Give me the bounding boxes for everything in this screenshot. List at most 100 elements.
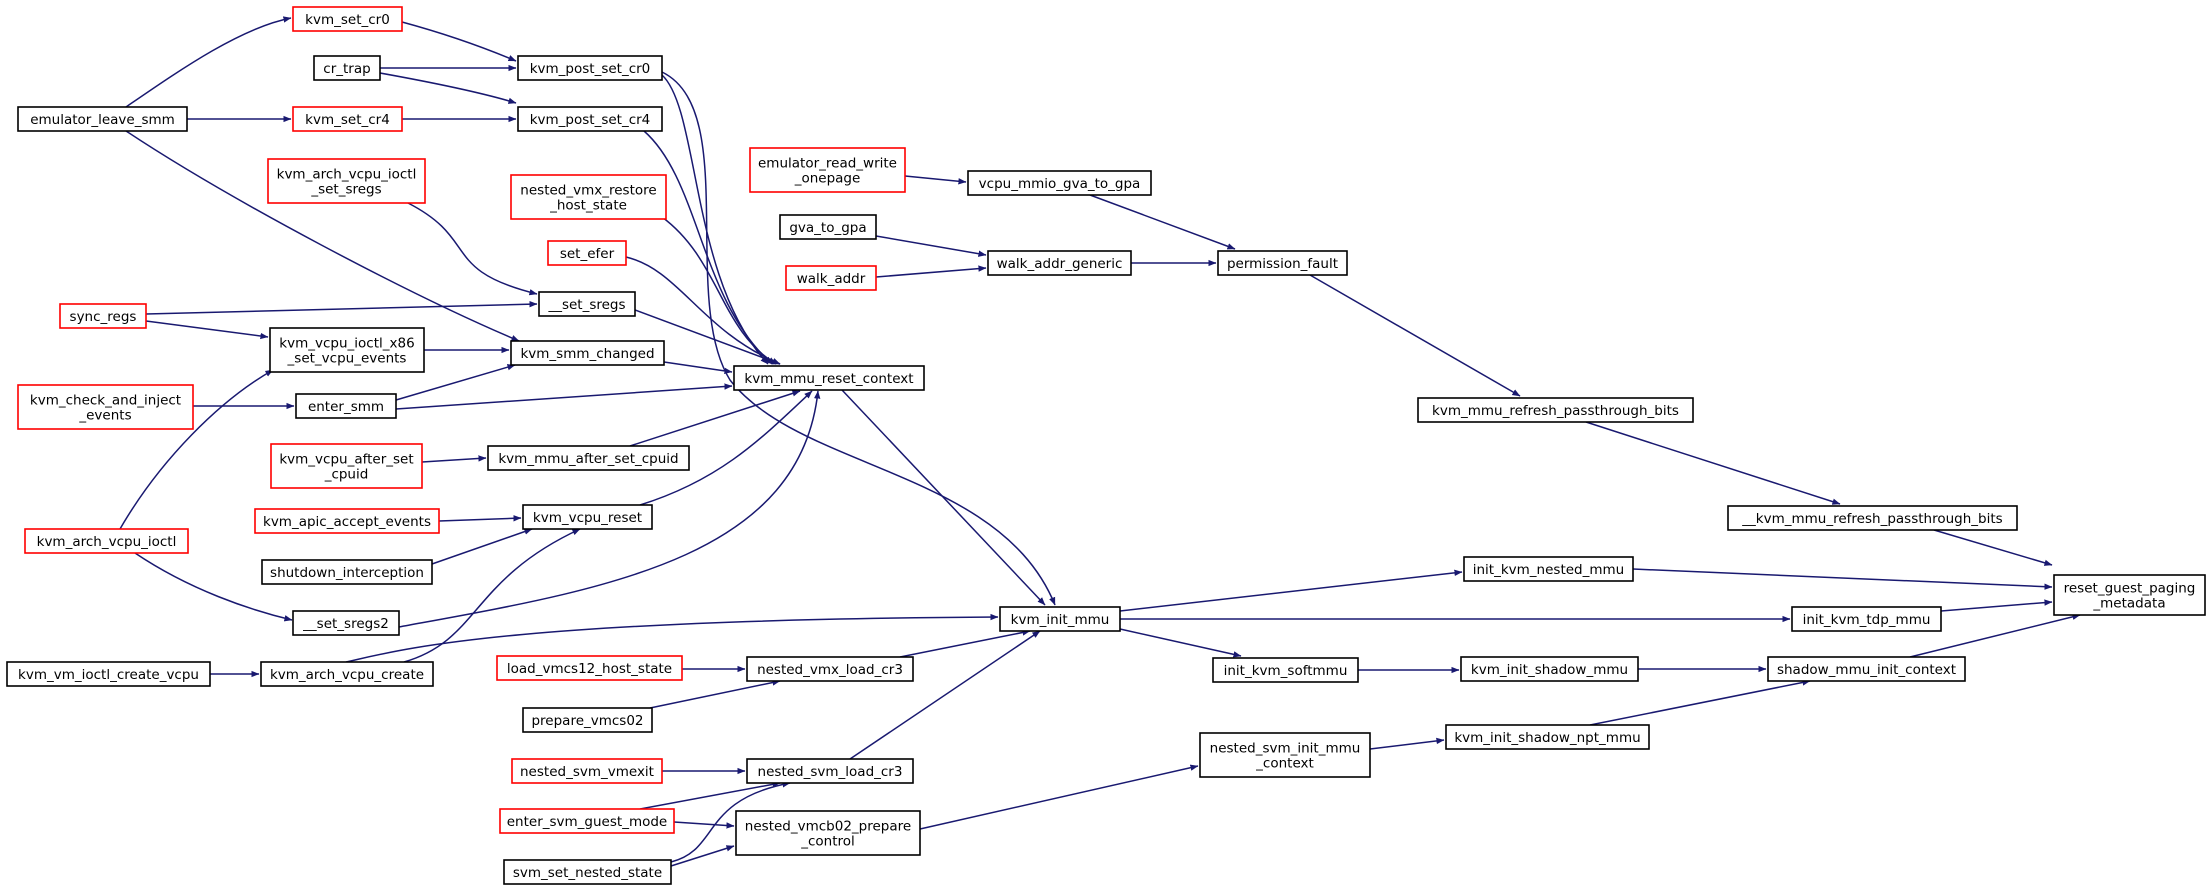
node-label: kvm_mmu_refresh_passthrough_bits xyxy=(1432,403,1679,419)
node-walk_addr_generic[interactable]: walk_addr_generic xyxy=(987,250,1132,276)
node-label: _onepage xyxy=(794,171,861,187)
node-vcpu_mmio_gva_to_gpa[interactable]: vcpu_mmio_gva_to_gpa xyxy=(967,170,1152,196)
node-kvm_post_set_cr0[interactable]: kvm_post_set_cr0 xyxy=(517,55,663,81)
node-kvm_check_and_inject_events[interactable]: kvm_check_and_inject_events xyxy=(17,384,194,430)
node-box xyxy=(269,327,425,373)
node-svm_set_nested_state[interactable]: svm_set_nested_state xyxy=(503,859,672,885)
edge-kvm_init_shadow_npt_mmu-to-shadow_mmu_init_context xyxy=(1589,679,1811,726)
node-load_vmcs12_host_state[interactable]: load_vmcs12_host_state xyxy=(496,655,683,681)
node-prepare_vmcs02[interactable]: prepare_vmcs02 xyxy=(522,707,653,733)
node-kvm_arch_vcpu_ioctl[interactable]: kvm_arch_vcpu_ioctl xyxy=(24,528,189,554)
node-kvm_apic_accept_events[interactable]: kvm_apic_accept_events xyxy=(254,508,440,534)
node-kvm_post_set_cr4[interactable]: kvm_post_set_cr4 xyxy=(517,106,663,132)
edge-vcpu_mmio_gva_to_gpa-to-permission_fault xyxy=(1089,194,1236,250)
node-nested_vmx_restore_host_state[interactable]: nested_vmx_restore_host_state xyxy=(510,174,667,220)
node-box xyxy=(59,303,147,329)
node-label: kvm_mmu_after_set_cpuid xyxy=(498,451,678,467)
node-walk_addr[interactable]: walk_addr xyxy=(785,265,877,291)
node-kvm_vcpu_ioctl_x86_set_vcpu_events[interactable]: kvm_vcpu_ioctl_x86_set_vcpu_events xyxy=(269,327,425,373)
node-reset_guest_paging_metadata[interactable]: reset_guest_paging_metadata xyxy=(2053,574,2206,616)
node-label: walk_addr xyxy=(797,271,866,287)
edge-cr_trap-to-kvm_post_set_cr4 xyxy=(379,72,517,104)
edge-enter_svm_guest_mode-to-nested_svm_load_cr3 xyxy=(639,781,781,810)
node-box xyxy=(522,707,653,733)
node-box xyxy=(517,55,663,81)
edge-init_kvm_nested_mmu-to-reset_guest_paging_metadata xyxy=(1632,568,2053,590)
node-label: nested_vmcb02_prepare xyxy=(745,819,911,835)
node-label: init_kvm_tdp_mmu xyxy=(1803,612,1931,628)
node-label: kvm_apic_accept_events xyxy=(263,514,431,530)
node-nested_svm_load_cr3[interactable]: nested_svm_load_cr3 xyxy=(746,758,914,784)
node-kvm_arch_vcpu_create[interactable]: kvm_arch_vcpu_create xyxy=(260,661,434,687)
node-nested_vmcb02_prepare_control[interactable]: nested_vmcb02_prepare_control xyxy=(735,810,921,856)
node-kvm_init_shadow_npt_mmu[interactable]: kvm_init_shadow_npt_mmu xyxy=(1445,724,1650,750)
node-box xyxy=(746,758,914,784)
node-kvm_mmu_refresh_passthrough_bits[interactable]: kvm_mmu_refresh_passthrough_bits xyxy=(1417,397,1694,423)
edge-prepare_vmcs02-to-nested_vmx_load_cr3 xyxy=(649,679,781,709)
edge-__set_sregs2-to-kvm_mmu_reset_context xyxy=(398,390,821,628)
edge-enter_smm-to-kvm_mmu_reset_context xyxy=(395,383,733,410)
node-init_kvm_tdp_mmu[interactable]: init_kvm_tdp_mmu xyxy=(1791,606,1942,632)
node-nested_svm_init_mmu_context[interactable]: nested_svm_init_mmu_context xyxy=(1199,732,1371,778)
node-kvm_init_shadow_mmu[interactable]: kvm_init_shadow_mmu xyxy=(1460,656,1639,682)
edge-enter_smm-to-kvm_smm_changed xyxy=(395,364,516,401)
edge-walk_addr-to-walk_addr_generic xyxy=(875,265,987,278)
node-label: gva_to_gpa xyxy=(789,220,866,236)
edge-kvm_post_set_cr0-to-kvm_init_mmu xyxy=(661,71,1056,606)
node-kvm_vm_ioctl_create_vcpu[interactable]: kvm_vm_ioctl_create_vcpu xyxy=(6,661,211,687)
node-permission_fault[interactable]: permission_fault xyxy=(1217,250,1348,276)
node-kvm_vcpu_reset[interactable]: kvm_vcpu_reset xyxy=(522,504,653,530)
node-emulator_leave_smm[interactable]: emulator_leave_smm xyxy=(17,106,188,132)
node-emulator_read_write_onepage[interactable]: emulator_read_write_onepage xyxy=(749,147,906,193)
node-kvm_mmu_reset_context[interactable]: kvm_mmu_reset_context xyxy=(733,365,925,391)
node-__set_sregs[interactable]: __set_sregs xyxy=(538,291,636,317)
node-label: kvm_vcpu_ioctl_x86 xyxy=(279,336,414,352)
node-kvm_smm_changed[interactable]: kvm_smm_changed xyxy=(510,340,665,366)
node-box xyxy=(24,528,189,554)
node-kvm_arch_vcpu_ioctl_set_sregs[interactable]: kvm_arch_vcpu_ioctl_set_sregs xyxy=(267,158,426,204)
node-kvm_set_cr4[interactable]: kvm_set_cr4 xyxy=(292,106,403,132)
node-kvm_vcpu_after_set_cpuid[interactable]: kvm_vcpu_after_set_cpuid xyxy=(270,443,423,489)
node-label: reset_guest_paging xyxy=(2064,581,2196,597)
node-label: kvm_vm_ioctl_create_vcpu xyxy=(18,667,199,683)
node-enter_svm_guest_mode[interactable]: enter_svm_guest_mode xyxy=(499,808,675,834)
node-label: kvm_post_set_cr4 xyxy=(530,112,651,128)
node-label: enter_svm_guest_mode xyxy=(507,814,667,830)
node-init_kvm_softmmu[interactable]: init_kvm_softmmu xyxy=(1212,657,1359,683)
node-label: init_kvm_nested_mmu xyxy=(1473,562,1624,578)
edge-kvm_vcpu_after_set_cpuid-to-kvm_mmu_after_set_cpuid xyxy=(421,455,487,463)
edge-emulator_leave_smm-to-kvm_smm_changed xyxy=(125,130,520,342)
node-set_efer[interactable]: set_efer xyxy=(547,240,627,266)
node-__set_sregs2[interactable]: __set_sregs2 xyxy=(292,610,400,636)
node-box xyxy=(17,106,188,132)
node-nested_svm_vmexit[interactable]: nested_svm_vmexit xyxy=(511,758,663,784)
node-kvm_set_cr0[interactable]: kvm_set_cr0 xyxy=(292,6,403,32)
node-enter_smm[interactable]: enter_smm xyxy=(295,393,397,419)
node-box xyxy=(295,393,397,419)
node-kvm_mmu_after_set_cpuid[interactable]: kvm_mmu_after_set_cpuid xyxy=(487,445,690,471)
node-label: kvm_vcpu_after_set xyxy=(279,452,413,468)
node-init_kvm_nested_mmu[interactable]: init_kvm_nested_mmu xyxy=(1463,556,1634,582)
node-nested_vmx_load_cr3[interactable]: nested_vmx_load_cr3 xyxy=(746,656,914,682)
edge-nested_vmx_restore_host_state-to-kvm_mmu_reset_context xyxy=(661,216,777,365)
node-shutdown_interception[interactable]: shutdown_interception xyxy=(261,559,433,585)
node-sync_regs[interactable]: sync_regs xyxy=(59,303,147,329)
edge-kvm_arch_vcpu_ioctl-to-__set_sregs2 xyxy=(134,552,293,622)
edge-emulator_read_write_onepage-to-vcpu_mmio_gva_to_gpa xyxy=(904,175,967,185)
node-__kvm_mmu_refresh_passthrough_bits[interactable]: __kvm_mmu_refresh_passthrough_bits xyxy=(1727,505,2018,531)
node-box xyxy=(735,810,921,856)
node-cr_trap[interactable]: cr_trap xyxy=(313,55,381,81)
edge-nested_svm_init_mmu_context-to-kvm_init_shadow_npt_mmu xyxy=(1369,737,1445,750)
node-box xyxy=(17,384,194,430)
edge-nested_vmcb02_prepare_control-to-nested_svm_init_mmu_context xyxy=(919,764,1199,830)
node-box xyxy=(987,250,1132,276)
node-label: __set_sregs xyxy=(547,297,625,313)
node-label: __set_sregs2 xyxy=(302,616,389,632)
node-label: kvm_mmu_reset_context xyxy=(744,371,913,387)
nodes-layer: kvm_set_cr0 cr_trap kvm_post_set_cr0emulat… xyxy=(6,6,2206,885)
node-kvm_init_mmu[interactable]: kvm_init_mmu xyxy=(999,606,1121,632)
node-box xyxy=(510,174,667,220)
node-shadow_mmu_init_context[interactable]: shadow_mmu_init_context xyxy=(1767,656,1966,682)
edge-__kvm_mmu_refresh_passthrough_bits-to-reset_guest_paging_metadata xyxy=(1933,529,2053,566)
node-gva_to_gpa[interactable]: gva_to_gpa xyxy=(779,214,877,240)
